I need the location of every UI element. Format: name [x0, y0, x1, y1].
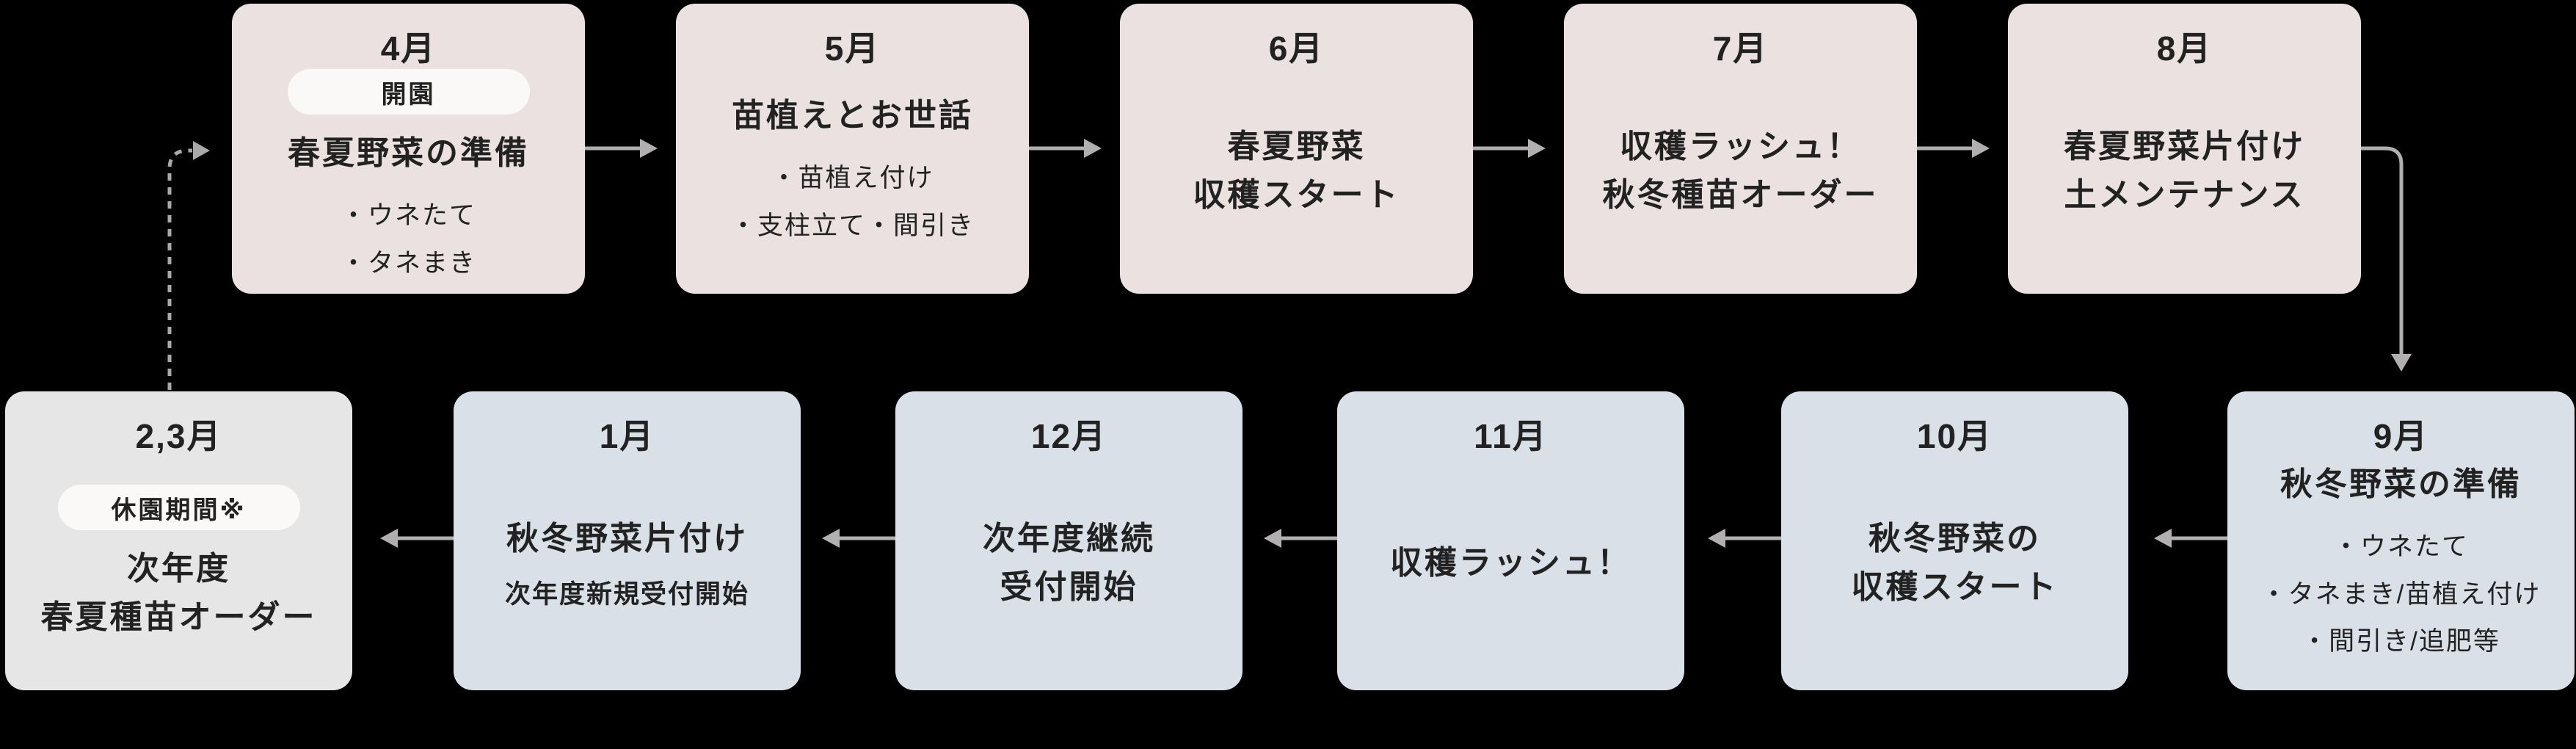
card-content: 次年度継続 受付開始 [904, 457, 1234, 670]
task-item: ・タネまき [340, 248, 476, 278]
card-content: 春夏野菜片付け 土メンテナンス [2017, 69, 2352, 273]
arrowhead-sep-to-oct [2154, 529, 2172, 548]
month-label: 5月 [824, 29, 881, 68]
badge-label: 開園 [381, 80, 436, 109]
title-line: 次年度継続 [983, 521, 1155, 557]
card-august: 8月 春夏野菜片付け 土メンテナンス [2008, 4, 2361, 294]
card-content: 春夏野菜 収穫スタート [1129, 69, 1464, 273]
title-line: 春夏種苗オーダー [40, 599, 317, 636]
title-line: 秋冬野菜片付け [506, 521, 748, 557]
arrowhead-jun-to-jul [1528, 139, 1546, 158]
card-content: 開園 春夏野菜の準備 ・ウネたて ・タネまき [241, 69, 576, 288]
task-list: ・ウネたて ・タネまき [341, 192, 476, 288]
month-label: 11月 [1474, 417, 1548, 455]
arrowhead-may-to-jun [1084, 139, 1102, 158]
arrowhead-oct-to-nov [1708, 529, 1725, 548]
card-june: 6月 春夏野菜 収穫スタート [1120, 4, 1473, 294]
title-line: 秋冬種苗オーダー [1602, 177, 1879, 214]
card-title: 秋冬野菜の 収穫スタート [1852, 515, 2059, 612]
title-line: 受付開始 [1000, 569, 1138, 606]
card-content: 秋冬野菜片付け 次年度新規受付開始 [462, 457, 792, 670]
arrow-febmar-to-apr-dashed [167, 148, 192, 390]
arrowhead-jan-to-febmar [380, 529, 398, 548]
task-item: ・タネまき/苗植え付け [2260, 579, 2542, 609]
card-feb-mar: 2,3月 休園期間※ 次年度 春夏種苗オーダー [5, 391, 352, 690]
arrowhead-dec-to-jan [822, 529, 840, 548]
title-line: 秋冬野菜の準備 [2280, 466, 2522, 502]
title-line: 土メンテナンス [2064, 177, 2305, 214]
card-january: 1月 秋冬野菜片付け 次年度新規受付開始 [454, 391, 801, 690]
card-november: 11月 収穫ラッシュ！ [1337, 391, 1684, 690]
card-may: 5月 苗植えとお世話 ・苗植え付け ・支柱立て・間引き [676, 4, 1029, 294]
title-line: 春夏野菜片付け [2064, 129, 2305, 165]
month-label: 12月 [1030, 417, 1107, 455]
month-label: 9月 [2373, 417, 2429, 455]
month-label: 7月 [1712, 29, 1769, 68]
arrowhead-apr-to-may [640, 139, 658, 158]
task-item: ・ウネたて [2332, 532, 2469, 561]
arrowhead-aug-to-sep [2391, 354, 2412, 372]
closed-badge: 休園期間※ [57, 485, 300, 531]
card-title: 次年度 春夏種苗オーダー [41, 545, 317, 642]
arrowhead-nov-to-dec [1264, 529, 1281, 548]
card-title: 春夏野菜片付け 土メンテナンス [2064, 123, 2305, 220]
title-line: 収穫スタート [1193, 177, 1400, 214]
title-line: 春夏野菜 [1227, 129, 1366, 165]
title-line: 次年度 [127, 551, 230, 587]
task-item: ・支柱立て・間引き [729, 211, 975, 241]
card-content: 収穫ラッシュ！ [1346, 457, 1676, 670]
arrowhead-febmar-to-apr [193, 141, 210, 160]
title-line: 収穫ラッシュ！ [1620, 129, 1861, 165]
month-label: 6月 [1268, 29, 1325, 68]
title-line: 春夏野菜の準備 [288, 135, 529, 172]
title-line: 収穫ラッシュ！ [1390, 545, 1631, 582]
month-label: 1月 [599, 417, 655, 455]
arrow-aug-to-sep [2361, 146, 2404, 354]
task-item: ・苗植え付け [771, 164, 934, 193]
month-label: 2,3月 [135, 417, 222, 455]
title-line: 収穫スタート [1851, 569, 2059, 606]
card-september: 9月 秋冬野菜の準備 ・ウネたて ・タネまき/苗植え付け ・間引き/追肥等 [2227, 391, 2575, 690]
task-item: ・間引き/追肥等 [2302, 627, 2500, 656]
card-title: 春夏野菜 収穫スタート [1193, 123, 1400, 220]
open-badge: 開園 [287, 69, 530, 115]
card-content: 秋冬野菜の 収穫スタート [1790, 457, 2120, 670]
card-title: 収穫ラッシュ！ 秋冬種苗オーダー [1603, 123, 1879, 220]
task-list: ・ウネたて ・タネまき/苗植え付け ・間引き/追肥等 [2261, 524, 2542, 666]
card-content: 休園期間※ 次年度 春夏種苗オーダー [14, 457, 343, 670]
task-item: ・ウネたて [340, 201, 476, 231]
card-title: 春夏野菜の準備 [288, 129, 529, 178]
title-line: 苗植えとお世話 [732, 98, 973, 134]
card-december: 12月 次年度継続 受付開始 [895, 391, 1242, 690]
card-content: 苗植えとお世話 ・苗植え付け ・支柱立て・間引き [685, 69, 1020, 273]
card-subtitle: 次年度新規受付開始 [504, 580, 749, 609]
card-title: 次年度継続 受付開始 [983, 515, 1155, 612]
card-content: 収穫ラッシュ！ 秋冬種苗オーダー [1573, 69, 1908, 273]
card-title: 秋冬野菜の準備 [2280, 460, 2522, 509]
card-april: 4月 開園 春夏野菜の準備 ・ウネたて ・タネまき [232, 4, 585, 294]
month-label: 4月 [380, 29, 437, 68]
card-title: 秋冬野菜片付け [506, 515, 748, 563]
arrowhead-jul-to-aug [1972, 139, 1990, 158]
month-label: 10月 [1916, 417, 1993, 455]
card-content: 秋冬野菜の準備 ・ウネたて ・タネまき/苗植え付け ・間引き/追肥等 [2236, 457, 2566, 670]
title-line: 秋冬野菜の [1869, 521, 2041, 557]
card-october: 10月 秋冬野菜の 収穫スタート [1781, 391, 2128, 690]
task-list: ・苗植え付け ・支柱立て・間引き [730, 155, 975, 250]
badge-label: 休園期間※ [111, 496, 247, 524]
month-label: 8月 [2156, 29, 2213, 68]
card-july: 7月 収穫ラッシュ！ 秋冬種苗オーダー [1564, 4, 1917, 294]
card-title: 収穫ラッシュ！ [1390, 539, 1631, 587]
card-title: 苗植えとお世話 [732, 92, 973, 140]
